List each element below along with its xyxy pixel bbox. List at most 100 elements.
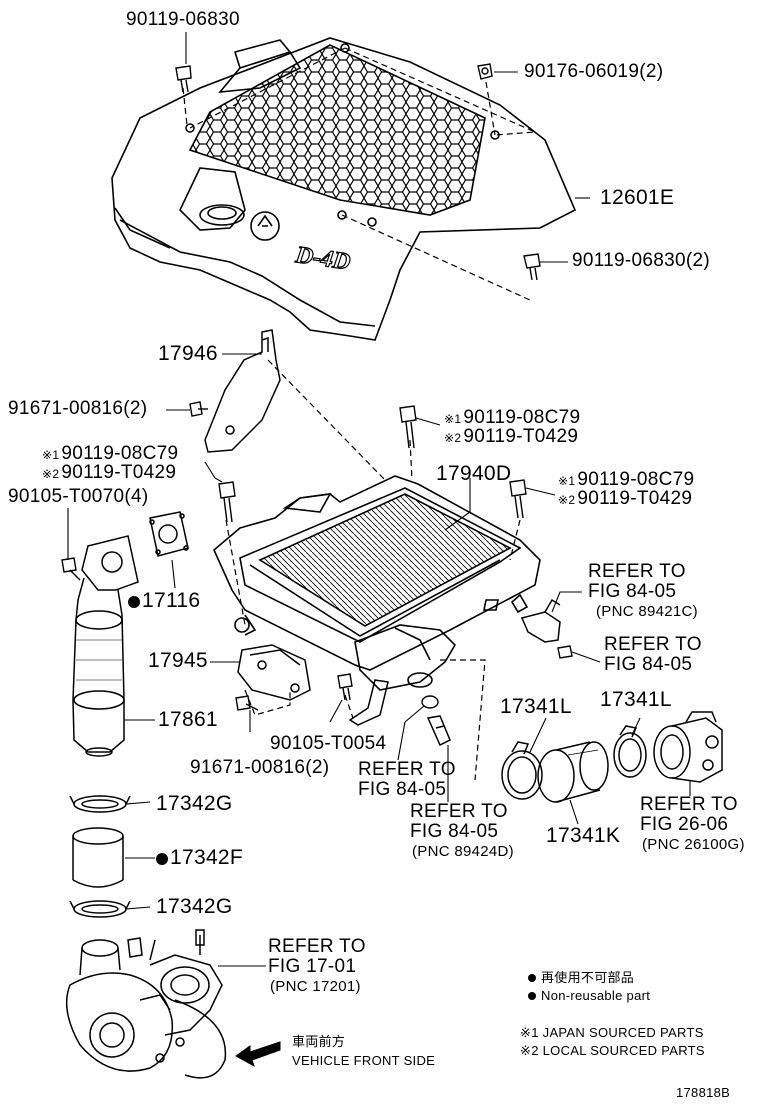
- legend-text: JAPAN SOURCED PARTS: [542, 1025, 704, 1040]
- bolt-right: [509, 479, 527, 519]
- ref5-line2: FIG 26-06: [640, 814, 729, 835]
- label-90119-06830-2: 90119-06830(2): [572, 250, 711, 271]
- legend-text: 再使用不可部品: [541, 970, 635, 985]
- cover-logo-text: D-4D: [293, 242, 352, 275]
- sensor-89421c: [520, 598, 561, 643]
- ref6-line2: FIG 17-01: [268, 956, 357, 977]
- front-en: VEHICLE FRONT SIDE: [292, 1053, 436, 1068]
- label-91671-00816-b: 91671-00816(2): [190, 757, 330, 778]
- throttle-body-26100g: [653, 711, 723, 783]
- legend-text: LOCAL SOURCED PARTS: [542, 1043, 705, 1058]
- dot-icon: [528, 992, 536, 1000]
- bolt-91671-a: [189, 401, 208, 417]
- legend-local: ※2 LOCAL SOURCED PARTS: [520, 1043, 705, 1058]
- ref4-line1: REFER TO: [410, 801, 508, 822]
- clamp-17342g-a: [69, 795, 131, 813]
- legend-text: Non-reusable part: [541, 988, 651, 1003]
- bolt-left: [218, 481, 236, 523]
- legend-nonreusable-en: Non-reusable part: [528, 988, 650, 1003]
- gasket-ring: [421, 695, 439, 709]
- mark-2: ※2: [558, 493, 576, 507]
- label-17341l-a: 17341L: [500, 695, 572, 718]
- ref3-line1: REFER TO: [358, 759, 456, 780]
- label-90105-t0054: 90105-T0054: [270, 733, 387, 754]
- part-number: 90119-08C79: [61, 443, 179, 464]
- ref1-line3: (PNC 89421C): [596, 603, 698, 620]
- dashed-leaders: [182, 47, 536, 781]
- bolt-91671-b: [235, 695, 259, 711]
- label-90105-t0070: 90105-T0070(4): [8, 486, 149, 507]
- mark-2: ※2: [444, 431, 462, 445]
- mark-2: ※2: [520, 1043, 539, 1058]
- bolt-90105-t0070: [61, 557, 81, 581]
- label-17342g-b: 17342G: [156, 895, 233, 918]
- mark-2: ※2: [42, 467, 60, 481]
- part-number: 90119-08C79: [577, 469, 695, 490]
- non-reusable-dot-icon: [156, 853, 168, 865]
- clamp-17342g-b: [69, 900, 131, 918]
- clamp-17341l-a: [501, 741, 543, 800]
- bolt-90105-t0054: [337, 673, 353, 701]
- non-reusable-dot-icon: [128, 596, 140, 608]
- part-number: 90119-T0429: [577, 488, 693, 509]
- part-number: 17116: [142, 589, 201, 612]
- front-jp: 車両前方: [292, 1034, 346, 1049]
- legend-nonreusable-jp: 再使用不可部品: [528, 970, 634, 985]
- part-number: 90119-T0429: [61, 462, 177, 483]
- turbocharger-17201: [65, 929, 227, 1079]
- ref6-line3: (PNC 17201): [270, 978, 361, 995]
- label-17861: 17861: [158, 708, 218, 731]
- front-arrow: [235, 1041, 281, 1068]
- label-17116: 17116: [128, 589, 201, 612]
- label-17945: 17945: [148, 649, 208, 672]
- hose-17341k: [537, 741, 609, 803]
- label-17342g-a: 17342G: [156, 792, 233, 815]
- bolt-sensor: [557, 645, 573, 659]
- ref1-line1: REFER TO: [588, 561, 686, 582]
- mark-1: ※1: [42, 448, 60, 462]
- part-number: 17342F: [170, 846, 244, 869]
- sensor-89424d: [426, 715, 451, 747]
- dot-icon: [528, 974, 536, 982]
- bolt-90119-06830-right: [523, 253, 541, 281]
- label-17946: 17946: [158, 342, 218, 365]
- ref2-line1: REFER TO: [604, 634, 702, 655]
- bolt-mid: [399, 405, 417, 449]
- part-number: 90119-T0429: [463, 426, 579, 447]
- engine-cover: D-4D: [111, 37, 577, 341]
- label-17341k: 17341K: [546, 824, 621, 847]
- flange-gasket-17116: [149, 511, 189, 557]
- ref4-line3: (PNC 89424D): [412, 843, 514, 860]
- diagram-id: 178818B: [676, 1085, 731, 1100]
- pipe-17861: [72, 535, 139, 757]
- label-17940d: 17940D: [436, 462, 512, 485]
- label-17341l-b: 17341L: [600, 688, 672, 711]
- mark-1: ※1: [520, 1025, 539, 1040]
- hose-17342f: [72, 827, 124, 888]
- bracket-lower: [348, 679, 389, 726]
- mark-1: ※1: [444, 412, 462, 426]
- ref5-line1: REFER TO: [640, 794, 738, 815]
- intercooler-17940d: [213, 475, 541, 691]
- ref5-line3: (PNC 26100G): [642, 836, 745, 853]
- bolt-90119-06830-top: [175, 65, 192, 93]
- ref3-line2: FIG 84-05: [358, 779, 447, 800]
- legend-japan: ※1 JAPAN SOURCED PARTS: [520, 1025, 704, 1040]
- leader-lines: [67, 32, 691, 967]
- nut-90176: [477, 63, 493, 80]
- mark-1: ※1: [558, 474, 576, 488]
- ref6-line1: REFER TO: [268, 936, 366, 957]
- ref2-line2: FIG 84-05: [604, 654, 693, 675]
- ref1-line2: FIG 84-05: [588, 581, 677, 602]
- bracket-17945: [237, 644, 311, 701]
- label-12601e: 12601E: [600, 186, 675, 209]
- part-number: 90119-08C79: [463, 407, 581, 428]
- label-90176-06019: 90176-06019(2): [524, 61, 664, 82]
